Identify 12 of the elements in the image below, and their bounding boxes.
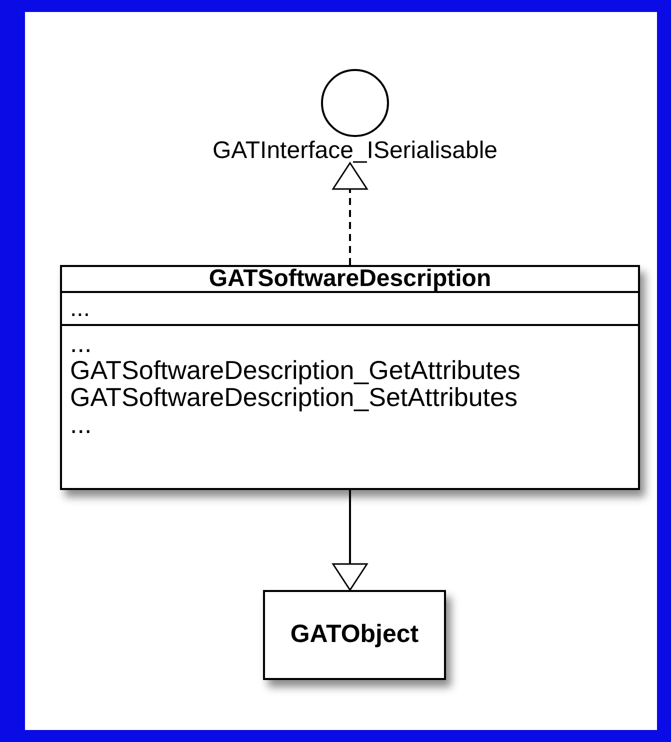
operation-text: GATSoftwareDescription_GetAttributes <box>70 357 520 384</box>
attribute-text: ... <box>70 296 90 320</box>
operation-text: GATSoftwareDescription_SetAttributes <box>70 384 518 411</box>
realization-arrow <box>332 162 368 265</box>
class-name: GATObject <box>290 619 419 650</box>
class-box <box>263 590 446 680</box>
inheritance-arrow <box>332 490 368 591</box>
operation-text: ... <box>70 411 92 438</box>
class-box <box>60 265 640 490</box>
class-name: GATSoftwareDescription <box>208 267 492 291</box>
operation-text: ... <box>70 330 92 357</box>
interface-name: GATInterface_ISerialisable <box>212 138 498 164</box>
